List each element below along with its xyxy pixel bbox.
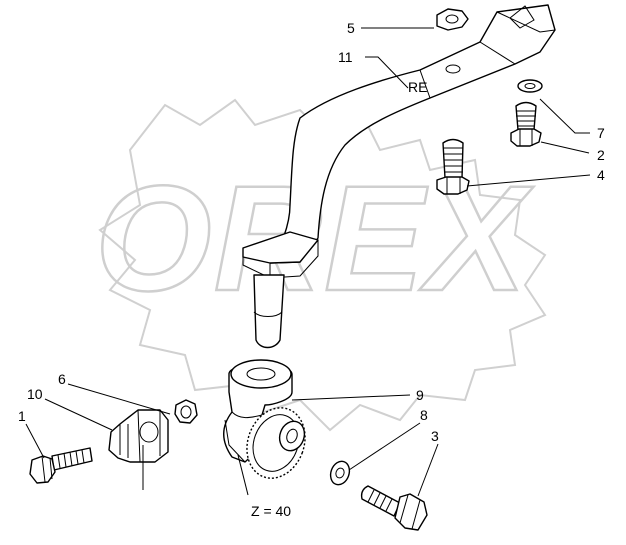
- callout-labels: 5 11 7 2 4 6 10 1 9 8 3: [18, 20, 605, 444]
- washer-part-8: [329, 460, 351, 486]
- bolt-part-2: [510, 101, 542, 147]
- callout-2: 2: [597, 147, 605, 163]
- callout-9: 9: [416, 387, 424, 403]
- washer-part-7: [517, 79, 543, 93]
- callout-6: 6: [58, 371, 66, 387]
- callout-10: 10: [27, 386, 43, 402]
- callout-11: 11: [338, 49, 353, 65]
- callout-8: 8: [420, 407, 428, 423]
- nut-part-5: [436, 8, 469, 31]
- callout-5: 5: [347, 20, 355, 36]
- arm-marking-text: RE: [408, 79, 427, 95]
- tooth-count-text: Z = 40: [251, 503, 291, 519]
- leader-lines: [25, 27, 591, 497]
- callout-3: 3: [431, 428, 439, 444]
- steering-arm-part-11: [242, 4, 556, 349]
- callout-7: 7: [597, 125, 605, 141]
- callout-4: 4: [597, 167, 605, 183]
- clamp-part-10: [108, 409, 169, 490]
- bolt-part-4: [436, 138, 470, 195]
- nut-part-6: [174, 399, 198, 424]
- bolt-part-3: [360, 485, 428, 531]
- bolt-part-1: [29, 447, 93, 484]
- callout-1: 1: [18, 408, 26, 424]
- bevel-gear: [246, 407, 306, 479]
- hub-housing-part-9: [223, 359, 293, 496]
